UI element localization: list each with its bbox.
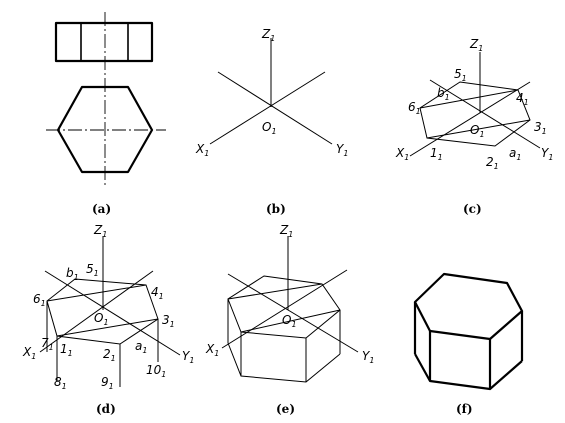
- x-axis-label: X1: [205, 342, 219, 358]
- point-5-label: 51: [454, 67, 467, 83]
- x-axis-label: X1: [195, 142, 209, 158]
- point-9-label: 91: [101, 375, 114, 391]
- point-1-label: 11: [430, 146, 443, 162]
- point-4-label: 41: [516, 91, 529, 107]
- z-axis-label: Z1: [93, 223, 107, 239]
- x-axis: [209, 71, 326, 145]
- point-3-label: 31: [534, 120, 547, 136]
- z-axis-label: Z1: [469, 37, 483, 53]
- point-2-label: 21: [486, 155, 499, 171]
- point-1-label: 11: [60, 342, 73, 358]
- y-axis-label: Y1: [541, 146, 553, 162]
- x-axis: [409, 81, 531, 157]
- caption-b: (b): [266, 202, 286, 216]
- y-axis: [217, 71, 333, 145]
- z-axis-label: Z1: [261, 27, 275, 43]
- y-axis-label: Y1: [362, 349, 374, 365]
- caption-f: (f): [456, 402, 473, 416]
- panel-b-isometric-axes: Z1 O1 X1 Y1 (b): [195, 27, 348, 216]
- point-5-label: 51: [86, 262, 99, 278]
- x-axis-label: X1: [395, 146, 409, 162]
- diagonal-6-4: [46, 284, 147, 302]
- origin-label: O1: [94, 311, 109, 327]
- caption-a: (a): [92, 202, 111, 216]
- panel-c-top-face-construction: Z1 51 b1 61 41 O1 31 X1 11 a1 21 Y1 (c): [395, 37, 553, 216]
- y-axis-label: Y1: [336, 142, 348, 158]
- prism-bottom-edges: [414, 353, 523, 391]
- point-6-label: 61: [33, 292, 46, 308]
- diagonal-1-3: [426, 119, 531, 139]
- point-a-label: a1: [509, 146, 521, 162]
- diagonal-6-4: [227, 283, 323, 300]
- y-axis-label: Y1: [182, 349, 194, 365]
- point-b-label: b1: [66, 266, 79, 282]
- top-face-hexagon: [227, 275, 341, 339]
- point-4-label: 41: [151, 285, 164, 301]
- diagonal-1-3: [240, 309, 341, 333]
- point-8-label: 81: [54, 375, 67, 391]
- origin-label: O1: [470, 123, 485, 139]
- caption-c: (c): [463, 202, 482, 216]
- y-axis: [227, 273, 359, 353]
- origin-label: O1: [282, 313, 297, 329]
- z-axis-label: Z1: [279, 223, 293, 239]
- prism-top-face: [413, 272, 524, 341]
- point-10-label: 101: [146, 363, 166, 379]
- panel-d-vertical-edges: Z1 51 b1 61 41 O1 31 X1 71 11 21 a1 Y1 8…: [22, 223, 194, 416]
- point-2-label: 21: [103, 347, 116, 363]
- caption-d: (d): [96, 402, 116, 416]
- point-3-label: 31: [162, 313, 175, 329]
- origin-label: O1: [262, 120, 277, 136]
- diagonal-1-3: [56, 318, 159, 337]
- panel-f-final-solid: (f): [413, 272, 524, 416]
- front-view-rectangle: [54, 21, 154, 63]
- y-axis: [429, 79, 541, 149]
- panel-e-completed-wireframe: Z1 O1 X1 Y1 (e): [205, 223, 374, 416]
- diagonal-6-4: [419, 89, 519, 109]
- point-b-label: b1: [437, 86, 450, 102]
- bottom-face-visible-edges: [227, 342, 341, 383]
- point-6-label: 61: [408, 100, 421, 116]
- caption-e: (e): [276, 402, 295, 416]
- x-axis-label: X1: [22, 345, 36, 361]
- point-a-label: a1: [135, 339, 147, 355]
- panel-a-orthographic-views: (a): [46, 12, 166, 216]
- point-7-label: 71: [41, 336, 54, 352]
- x-axis: [221, 269, 348, 349]
